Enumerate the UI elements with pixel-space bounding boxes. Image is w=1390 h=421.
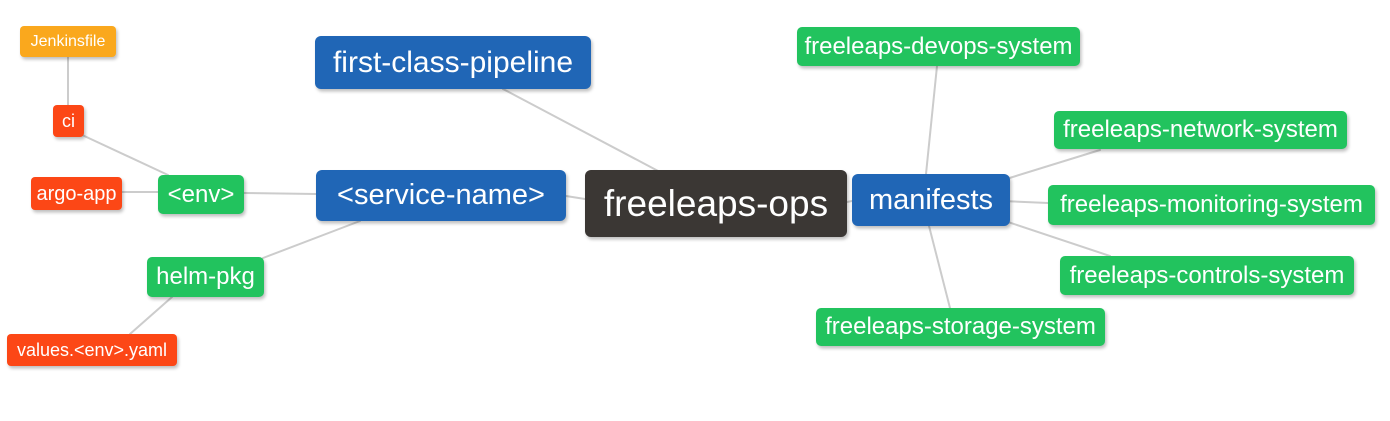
edge-service-name-helm-pkg — [262, 220, 361, 259]
edge-manifests-freeleaps-controls-system — [1001, 219, 1111, 257]
node-freeleaps-ops[interactable]: freeleaps-ops — [585, 170, 847, 237]
node-ci[interactable]: ci — [53, 105, 84, 137]
edge-helm-pkg-values-env-yaml — [129, 296, 173, 335]
node-freeleaps-storage-system[interactable]: freeleaps-storage-system — [816, 308, 1105, 346]
node-manifests[interactable]: manifests — [852, 174, 1010, 226]
node-service-name[interactable]: <service-name> — [316, 170, 566, 221]
edge-service-name-freeleaps-ops — [565, 195, 586, 200]
node-freeleaps-devops-system[interactable]: freeleaps-devops-system — [797, 27, 1080, 66]
node-env[interactable]: <env> — [158, 175, 244, 214]
edge-env-service-name — [243, 192, 317, 195]
edge-first-class-pipeline-freeleaps-ops — [502, 88, 661, 173]
node-helm-pkg[interactable]: helm-pkg — [147, 257, 264, 297]
edge-manifests-freeleaps-devops-system — [925, 65, 938, 175]
node-jenkinsfile[interactable]: Jenkinsfile — [20, 26, 116, 57]
node-argo-app[interactable]: argo-app — [31, 177, 122, 210]
edge-manifests-freeleaps-storage-system — [928, 225, 951, 309]
edge-freeleaps-ops-manifests — [846, 200, 853, 203]
node-first-class-pipeline[interactable]: first-class-pipeline — [315, 36, 591, 89]
node-freeleaps-controls-system[interactable]: freeleaps-controls-system — [1060, 256, 1354, 295]
node-values-env-yaml[interactable]: values.<env>.yaml — [7, 334, 177, 366]
node-freeleaps-monitoring-system[interactable]: freeleaps-monitoring-system — [1048, 185, 1375, 225]
node-freeleaps-network-system[interactable]: freeleaps-network-system — [1054, 111, 1347, 149]
edge-manifests-freeleaps-network-system — [1002, 149, 1101, 181]
edge-ci-env — [79, 133, 169, 176]
